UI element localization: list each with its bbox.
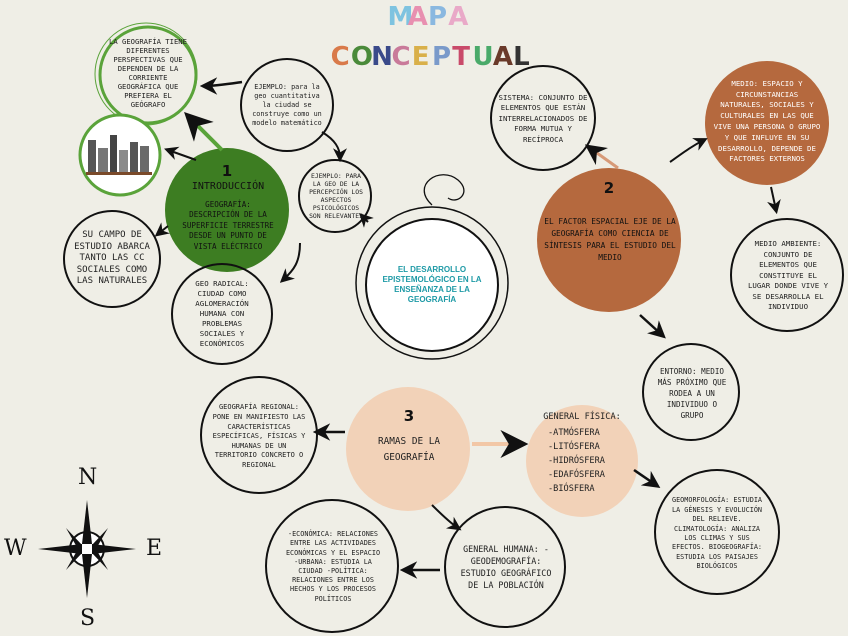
compass-north-label: N bbox=[78, 465, 98, 490]
title-letter: O bbox=[350, 42, 374, 72]
campo-text: SU CAMPO DE ESTUDIO ABARCA TANTO LAS CC … bbox=[74, 230, 150, 287]
entorno-text: ENTORNO: MEDIO MÁS PRÓXIMO QUE RODEA A U… bbox=[657, 366, 727, 420]
arrow-section2-to-sistema bbox=[584, 144, 619, 170]
geomorfologia-circle bbox=[654, 469, 780, 595]
arrow-fisica-to-geomorfologia bbox=[633, 468, 661, 488]
ambiente-text: MEDIO AMBIENTE: CONJUNTO DE ELEMENTOS QU… bbox=[747, 239, 829, 312]
arrow-ejemplo1-to-ejemplo2 bbox=[321, 131, 347, 163]
fisica-item: -ATMÓSFERA bbox=[548, 428, 600, 438]
section1-number: 1 bbox=[221, 161, 233, 180]
compass-rose-icon bbox=[38, 500, 136, 598]
arrow-section1-to-campo bbox=[154, 222, 171, 237]
title-letter: L bbox=[513, 42, 531, 72]
center-circle bbox=[365, 218, 499, 352]
title-letter: A bbox=[407, 2, 429, 32]
section3-text: RAMAS DE LA GEOGRAFÍA bbox=[377, 436, 441, 463]
economica-text: -ECONÓMICA: RELACIONES ENTRE LAS ACTIVID… bbox=[285, 530, 381, 603]
ejemplo2-text: EJEMPLO: PARA LA GEO DE LA PERCEPCIÓN LO… bbox=[309, 172, 363, 220]
ejemplo1-circle bbox=[240, 58, 334, 152]
city-skyline-image bbox=[86, 135, 152, 175]
arrow-section3-to-humana bbox=[431, 504, 462, 531]
arrow-center-to-georadical bbox=[279, 242, 301, 283]
fisica-list: -ATMÓSFERA -LITÓSFERA -HIDRÓSFERA -EDAFÓ… bbox=[548, 426, 618, 496]
humana-text: GENERAL HUMANA: -GEODEMOGRAFÍA: ESTUDIO … bbox=[460, 544, 552, 590]
section1-circle bbox=[165, 148, 289, 272]
sistema-circle bbox=[490, 65, 596, 171]
title-letter: P bbox=[428, 2, 449, 32]
ambiente-circle bbox=[730, 218, 844, 332]
center-title: EL DESARROLLO EPISTEMOLÓGICO EN LA ENSEÑ… bbox=[382, 265, 482, 304]
fisica-item: -BIÓSFERA bbox=[548, 484, 595, 494]
section2-number: 2 bbox=[603, 178, 615, 197]
economica-circle bbox=[265, 499, 399, 633]
arrow-section2-to-medio bbox=[669, 138, 708, 163]
section3-number: 3 bbox=[403, 406, 415, 425]
fisica-item: -EDAFÓSFERA bbox=[548, 470, 605, 480]
perspectivas-text: LA GEOGRAFÍA TIENE DIFERENTES PERSPECTIV… bbox=[109, 37, 187, 109]
campo-circle bbox=[63, 210, 161, 308]
ejemplo1-text: EJEMPLO: para la geo cuantitativa la ciu… bbox=[252, 82, 322, 127]
perspectivas-circle bbox=[98, 25, 198, 125]
arrow-center-to-ejemplo2 bbox=[359, 213, 374, 228]
regional-text: GEOGRAFÍA REGIONAL: PONE EN MANIFIESTO L… bbox=[212, 403, 306, 469]
compass-south-label: S bbox=[80, 606, 96, 631]
section1-text: GEOGRAFÍA: DESCRIPCIÓN DE LA SUPERFICIE … bbox=[182, 199, 274, 251]
section1-heading: INTRODUCCIÓN bbox=[191, 180, 265, 192]
arrow-section1-to-perspectivas bbox=[184, 112, 224, 152]
section2-circle bbox=[537, 168, 681, 312]
title-letter: C bbox=[391, 42, 412, 72]
geomorfologia-text: GEOMORFOLOGÍA: ESTUDIA LA GÉNESIS Y EVOL… bbox=[671, 496, 763, 571]
fisica-item: -LITÓSFERA bbox=[548, 442, 600, 452]
title-letter: P bbox=[432, 42, 453, 72]
section3-circle bbox=[346, 387, 470, 511]
title-letter: A bbox=[492, 42, 514, 72]
section2-text: EL FACTOR ESPACIAL EJE DE LA GEOGRAFÍA C… bbox=[544, 217, 676, 262]
title-letter: T bbox=[452, 42, 472, 72]
arrow-section2-to-entorno bbox=[639, 314, 666, 339]
fisica-item: -HIDRÓSFERA bbox=[548, 456, 605, 466]
humana-circle bbox=[444, 506, 566, 628]
fisica-heading: GENERAL FÍSICA: bbox=[543, 411, 621, 422]
title-letter: A bbox=[448, 2, 470, 32]
entorno-circle bbox=[642, 343, 740, 441]
compass-east-label: E bbox=[146, 536, 163, 561]
title-letter: M bbox=[387, 2, 415, 32]
title-letter: E bbox=[411, 42, 431, 72]
title-letter: U bbox=[472, 42, 495, 72]
title-letter: N bbox=[371, 42, 394, 72]
fisica-circle bbox=[526, 405, 638, 517]
compass-west-label: W bbox=[4, 536, 27, 561]
arrow-medio-to-ambiente bbox=[767, 186, 781, 215]
arrow-ejemplo1-to-perspectivas bbox=[199, 77, 243, 95]
georadical-circle bbox=[171, 263, 273, 365]
medio-text: MEDIO: ESPACIO Y CIRCUNSTANCIAS NATURALE… bbox=[713, 78, 821, 164]
georadical-text: GEO RADICAL: CIUDAD COMO AGLOMERACIÓN HU… bbox=[195, 279, 249, 348]
arrow-section1-to-city bbox=[164, 146, 197, 161]
medio-circle bbox=[705, 61, 829, 185]
sistema-text: SISTEMA: CONJUNTO DE ELEMENTOS QUE ESTÁN… bbox=[498, 92, 588, 144]
title-letter: C bbox=[330, 42, 351, 72]
